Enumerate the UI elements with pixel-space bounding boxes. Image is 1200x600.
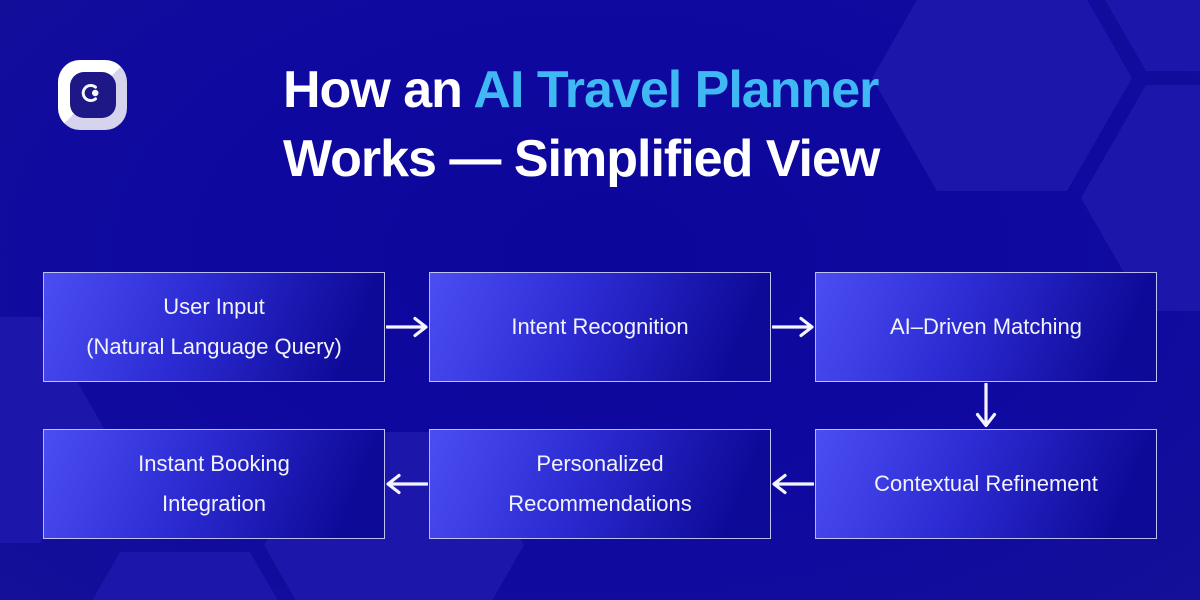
hexagon-decoration: [872, 0, 1132, 191]
flow-box-label: (Natural Language Query): [86, 334, 342, 359]
arrow-left-icon: [386, 472, 428, 496]
arrow-right-icon: [386, 315, 428, 339]
title-line-2: Works — Simplified View: [283, 130, 880, 188]
title-line1-prefix: How an: [283, 61, 474, 119]
logo-badge: [69, 72, 116, 118]
c-with-dot-icon: [76, 76, 110, 115]
flow-box-label: Contextual Refinement: [874, 471, 1098, 496]
flow-box-personalized-recommendations: Personalized Recommendations: [429, 429, 771, 539]
flow-box-label: Instant Booking: [138, 451, 290, 476]
title-line1-accent: AI Travel Planner: [473, 61, 879, 119]
arrow-down-icon: [974, 383, 998, 428]
brand-logo: [58, 60, 127, 130]
flow-box-label: Recommendations: [508, 491, 692, 516]
page-title: How an AI Travel Planner Works — Simplif…: [283, 56, 880, 194]
flow-box-user-input: User Input (Natural Language Query): [43, 272, 385, 382]
flow-box-label: AI–Driven Matching: [890, 314, 1082, 339]
arrow-left-icon: [772, 472, 814, 496]
flow-box-label: Intent Recognition: [511, 314, 689, 339]
flow-box-label: Integration: [162, 491, 266, 516]
flow-box-label: User Input: [163, 294, 265, 319]
flow-box-instant-booking-integration: Instant Booking Integration: [43, 429, 385, 539]
arrow-right-icon: [772, 315, 814, 339]
flow-box-intent-recognition: Intent Recognition: [429, 272, 771, 382]
flow-box-label: Personalized: [536, 451, 664, 476]
flow-box-ai-driven-matching: AI–Driven Matching: [815, 272, 1157, 382]
title-line-1: How an AI Travel Planner: [283, 56, 879, 125]
flow-box-contextual-refinement: Contextual Refinement: [815, 429, 1157, 539]
flowchart: User Input (Natural Language Query) Inte…: [43, 272, 1157, 539]
